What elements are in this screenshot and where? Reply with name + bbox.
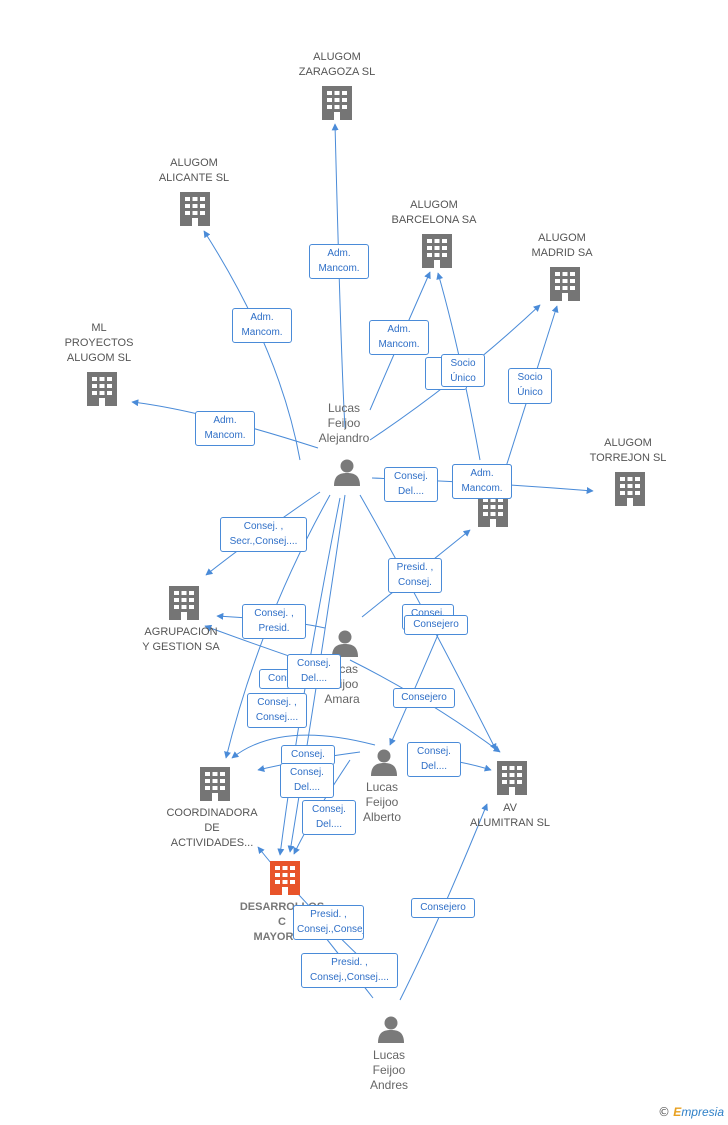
relation-label-e4: Adm. Mancom.	[195, 411, 255, 446]
relation-label-e10: Consej. , Secr.,Consej....	[220, 517, 307, 552]
relation-label-e13: Consejero	[404, 615, 468, 635]
building-icon-desarrollos[interactable]	[270, 861, 300, 895]
relation-label-e19: Consej.	[281, 745, 335, 765]
relation-label-e24: Presid. , Consej.,Consej....	[293, 905, 364, 940]
node-label-alejandro[interactable]: Lucas Feijoo Alejandro	[318, 401, 370, 445]
relation-label-e14: Consej. , Presid.	[242, 604, 306, 639]
relation-label-e7: Socio Único	[508, 368, 552, 404]
node-label-torrejon[interactable]: ALUGOM TORREJON SL	[589, 437, 667, 464]
relation-label-e18: Consej. , Consej....	[247, 693, 307, 728]
node-label-madrid[interactable]: ALUGOM MADRID SA	[531, 232, 593, 259]
relation-arrow-1	[331, 123, 346, 429]
node-label-zaragoza[interactable]: ALUGOM ZARAGOZA SL	[298, 51, 376, 78]
building-icon-av[interactable]	[497, 761, 527, 795]
relation-label-e6: Socio Único	[441, 354, 485, 387]
node-label-av[interactable]: AV ALUMITRAN SL	[469, 802, 551, 829]
building-icon-ml[interactable]	[87, 372, 117, 406]
node-label-ml[interactable]: ML PROYECTOS ALUGOM SL	[64, 322, 134, 364]
footer-brand[interactable]: © Empresia	[658, 1105, 724, 1119]
building-icon-coordinadora[interactable]	[200, 767, 230, 801]
relation-label-e16: Consej. Del....	[287, 654, 341, 689]
relation-arrow-2	[203, 230, 301, 461]
person-icon-alberto[interactable]	[371, 749, 397, 777]
building-icon-madrid[interactable]	[550, 267, 580, 301]
node-label-alberto[interactable]: Lucas Feijoo Alberto	[362, 780, 402, 824]
relation-label-e26: Adm. Mancom.	[452, 464, 512, 499]
person-icon-andres[interactable]	[378, 1016, 404, 1044]
relation-label-e2: Adm. Mancom.	[232, 308, 292, 343]
relation-label-e20: Consej. Del....	[280, 763, 334, 798]
node-label-barcelona[interactable]: ALUGOM BARCELONA SA	[391, 199, 477, 226]
relation-label-e8: Consej. Del....	[384, 467, 438, 502]
node-label-andres[interactable]: Lucas Feijoo Andres	[369, 1048, 409, 1092]
building-icon-barcelona[interactable]	[422, 234, 452, 268]
building-icon-alicante[interactable]	[180, 192, 210, 226]
relation-label-e1: Adm. Mancom.	[309, 244, 369, 279]
node-label-alicante[interactable]: ALUGOM ALICANTE SL	[158, 157, 230, 184]
building-icon-zaragoza[interactable]	[322, 86, 352, 120]
relation-label-e23: Consejero	[411, 898, 475, 918]
relation-label-e25: Presid. , Consej.,Consej....	[301, 953, 398, 988]
relation-arrow-21	[231, 734, 376, 759]
relation-label-e17: Consejero	[393, 688, 455, 708]
relation-label-e22: Consej. Del....	[302, 800, 356, 835]
relation-label-e3: Adm. Mancom.	[369, 320, 429, 355]
relation-label-e11: Presid. , Consej.	[388, 558, 442, 593]
relation-arrow-25	[257, 846, 364, 961]
building-icon-torrejon[interactable]	[615, 472, 645, 506]
person-icon-alejandro[interactable]	[334, 459, 360, 487]
copyright-icon: ©	[657, 1105, 670, 1119]
node-label-agrupacion[interactable]: AGRUPACION Y GESTION SA	[142, 626, 220, 653]
building-icon-agrupacion[interactable]	[169, 586, 199, 620]
brand-logo: Empresia	[673, 1105, 724, 1119]
node-label-coordinadora[interactable]: COORDINADORA DE ACTIVIDADES...	[166, 807, 258, 849]
relation-label-e21: Consej. Del....	[407, 742, 461, 777]
